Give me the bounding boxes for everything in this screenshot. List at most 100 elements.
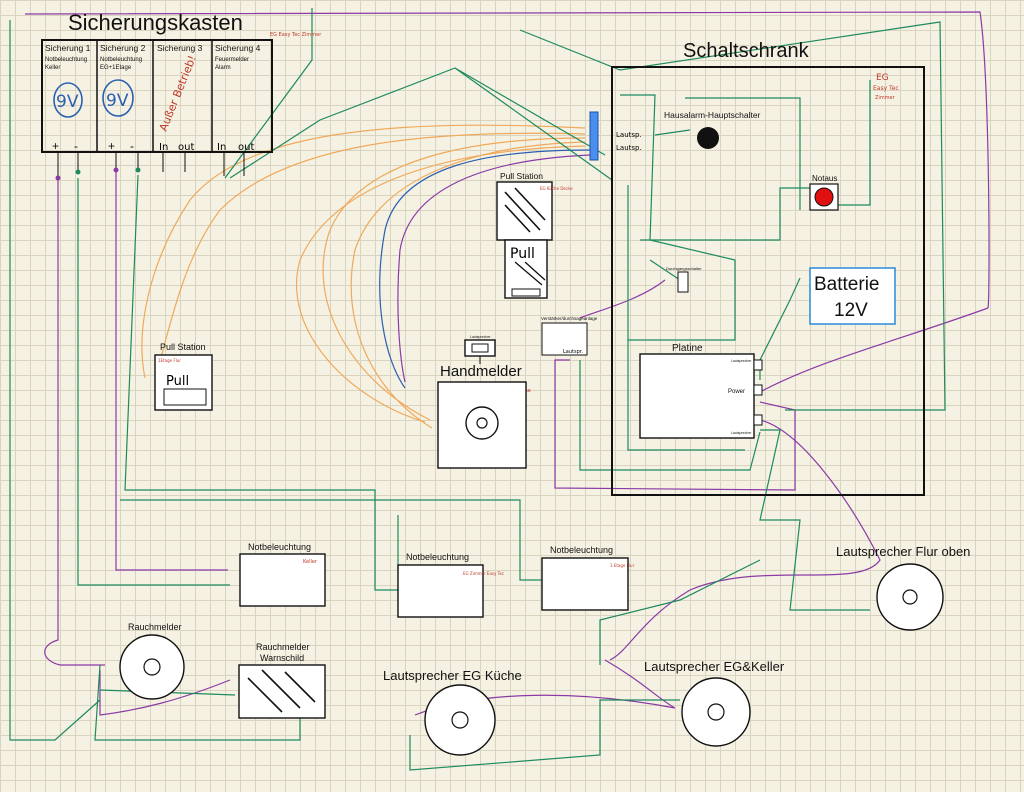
notbeleuchtung-eg: Notbeleuchtung EG Zimmer Easy Tec [397,552,504,618]
orange-wires [141,124,586,429]
cabinet-note-3: Zimmer [875,95,896,101]
platine-small-2: Lautsprecher [731,431,752,435]
notbeleuchtung-1etage: Notbeleuchtung 1.Etage Flur [541,545,635,611]
speaker-eg-keller: Lautsprecher EG&Keller [644,659,785,747]
fuse-box-frame [41,39,273,153]
fuse-2-terminal-plus: + [108,139,115,153]
battery-9v-icon [53,82,83,118]
hausalarm-hauptschalter: Hausalarm-Hauptschalter 0 [664,110,761,149]
fuse-4-terminal-out: out [238,142,254,153]
pull-station-left-label: Pull Station [160,342,206,352]
batterie: Batterie 12V [809,267,896,325]
notaus: Notaus [809,174,839,211]
wire-connector-block [589,111,599,161]
battery-box [809,267,896,325]
purple-wires [24,11,990,716]
fuse-3: Sicherung 3 Außer Betrieb! In out [157,43,203,153]
handmelder-label: Handmelder [440,363,522,380]
connector-label-2: Lautsp. [616,144,642,152]
green-wires [9,8,946,771]
handmelder-speaker-label: Lautsprecher [470,335,491,339]
hausalarm-label: Hausalarm-Hauptschalter [664,110,761,120]
fuse-box-note: EG Easy Tec Zimmer [270,32,322,38]
speaker-icon [681,677,751,747]
cabinet-note-1: EG [876,73,889,83]
rauchmelder-warnschild: Rauchmelder Warnschild [238,642,326,719]
pull-station-top-text: Pull [510,246,535,262]
fuse-2-desc2: EG+1Etage [100,65,132,71]
fuse-1-icon-text: 9V [56,92,79,112]
battery-line-1: Batterie [814,274,879,295]
pull-station-left-text: Pull [166,374,189,389]
fuse-4: Sicherung 4 Feuermelder Alarm In out [215,43,261,153]
sensor-label: Durchgangsschalter [666,266,702,271]
handmelder: Lautsprecher Handmelder EG Küche [437,335,531,469]
notbeleuchtung-1-label: Notbeleuchtung [248,542,311,552]
notbeleuchtung-keller: Notbeleuchtung Keller [239,542,326,607]
verstaerker: Verstärker/durchsageanlage Lautspr. [541,316,598,356]
speaker-icon [876,563,944,631]
fuse-2-desc1: Notbeleuchtung [100,57,142,63]
handmelder-box [437,381,527,469]
warnschild-label-1: Rauchmelder [256,642,310,652]
pull-station-left: Pull Station 1Etage Flur Pull [154,342,213,411]
amp-box [541,322,588,356]
emergency-stop-icon [814,187,834,207]
fuse-1: Sicherung 1 Notbeleuchtung Keller 9V + - [45,43,91,153]
fuse-4-desc2: Alarm [215,65,231,71]
notbeleuchtung-1-note: Keller [303,559,318,565]
fuse-2-terminal-minus: - [130,139,134,153]
fuse-1-name: Sicherung 1 [45,43,91,53]
schaltschrank: Schaltschrank EG Easy Tec Zimmer Lautsp.… [541,40,925,496]
battery-line-2: 12V [834,300,868,321]
warnschild-label-2: Warnschild [260,653,304,663]
fuse-1-terminal-plus: + [52,139,59,153]
fuse-2: Sicherung 2 Notbeleuchtung EG+1Etage 9V … [100,43,146,153]
notbeleuchtung-2-note: EG Zimmer Easy Tec [463,571,504,576]
speaker-eg-keller-label: Lautsprecher EG&Keller [644,659,785,674]
fuse-4-name: Sicherung 4 [215,43,261,53]
fuse-1-desc2: Keller [45,65,60,71]
cabinet-frame [611,66,925,496]
platine-board [639,353,755,439]
platine-port: Power [728,389,745,395]
fuse-1-terminal-minus: - [74,139,78,153]
speaker-flur-oben-label: Lautsprecher Flur oben [836,544,970,559]
notbeleuchtung-3-note: 1.Etage Flur [610,563,635,568]
notbeleuchtung-3-label: Notbeleuchtung [550,545,613,555]
speaker-icon [424,684,496,756]
fuse-3-out-of-service: Außer Betrieb! [157,54,199,134]
speaker-kueche-label: Lautsprecher EG Küche [383,668,522,683]
rauchmelder: Rauchmelder [119,622,185,700]
speaker-eg-kueche: Lautsprecher EG Küche [383,668,522,756]
notaus-label: Notaus [812,174,837,183]
fuse-3-terminal-out: out [178,142,194,153]
speaker-flur-oben: Lautsprecher Flur oben [836,544,970,631]
fuse-3-name: Sicherung 3 [157,43,203,53]
fuse-4-desc1: Feuermelder [215,57,249,63]
amp-label: Verstärker/durchsageanlage [541,316,598,321]
cabinet-note-2: Easy Tec [873,85,899,92]
sicherungskasten-title: Sicherungskasten [68,10,243,35]
smoke-detector-icon [119,634,185,700]
wires [9,8,990,771]
pull-station-top: Pull Station EG Küche Decke Pull [496,171,573,299]
fuse-1-desc1: Notbeleuchtung [45,57,87,63]
blue-wires [379,149,591,389]
sicherungskasten: Sicherungskasten EG Easy Tec Zimmer Sich… [41,10,322,181]
amp-inner: Lautspr. [563,349,583,355]
pull-handle-frame [504,239,548,299]
notbeleuchtung-2-label: Notbeleuchtung [406,552,469,562]
fuse-3-terminal-in: In [159,142,168,153]
battery-9v-icon [102,79,134,117]
pull-station-left-note: 1Etage Flur [158,358,181,363]
durchgangsschalter: Durchgangsschalter [666,266,702,293]
fuse-4-terminal-in: In [217,142,226,153]
pull-station-top-frame [496,181,553,241]
pull-station-top-note: EG Küche Decke [540,186,573,191]
main-switch-symbol: 0 [703,131,710,146]
schaltschrank-title: Schaltschrank [683,40,810,62]
pull-station-top-label: Pull Station [500,171,543,181]
speaker-icon [465,406,499,440]
